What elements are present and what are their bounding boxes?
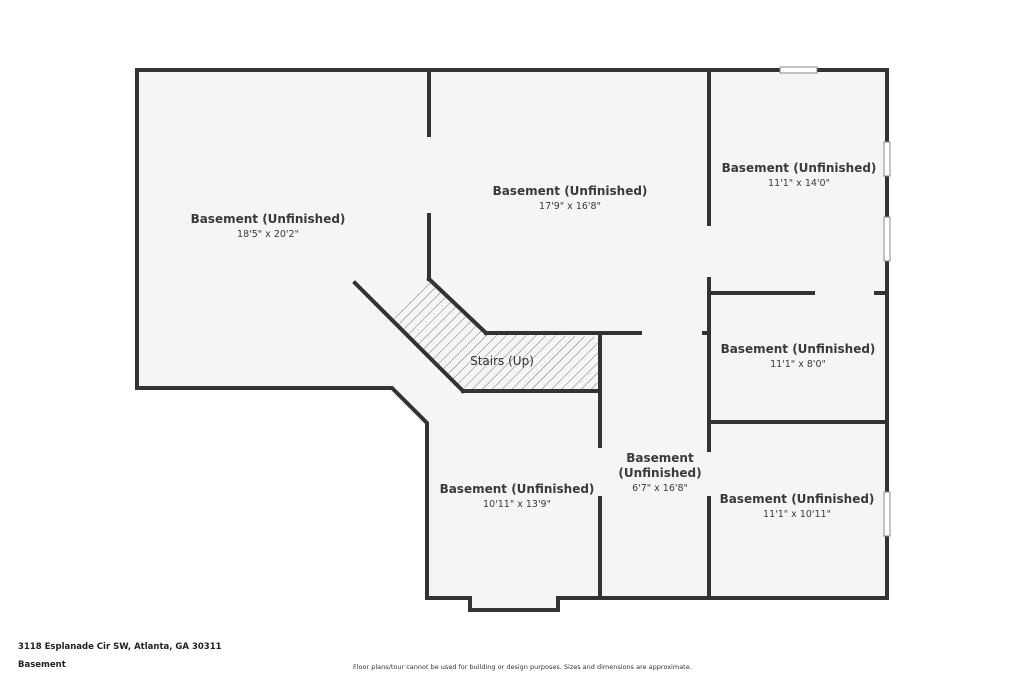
svg-text:18'5" x 20'2": 18'5" x 20'2" bbox=[237, 229, 299, 240]
room-label-3: Basement (Unfinished) 11'1" x 14'0" bbox=[722, 161, 877, 189]
room-label-5: Basement (Unfinished) 10'11" x 13'9" bbox=[440, 482, 595, 510]
room-label-7: Basement (Unfinished) 11'1" x 10'11" bbox=[720, 492, 875, 520]
svg-text:Basement (Unfinished): Basement (Unfinished) bbox=[440, 482, 595, 496]
room-label-4: Basement (Unfinished) 11'1" x 8'0" bbox=[721, 342, 876, 370]
stairs-label: Stairs (Up) bbox=[470, 354, 534, 368]
svg-text:Basement (Unfinished): Basement (Unfinished) bbox=[191, 212, 346, 226]
disclaimer-text: Floor plans/tour cannot be used for buil… bbox=[353, 663, 692, 671]
svg-text:11'1" x 10'11": 11'1" x 10'11" bbox=[763, 509, 831, 520]
window bbox=[883, 141, 891, 177]
svg-text:Basement (Unfinished): Basement (Unfinished) bbox=[721, 342, 876, 356]
svg-text:(Unfinished): (Unfinished) bbox=[618, 466, 701, 480]
svg-text:Basement (Unfinished): Basement (Unfinished) bbox=[493, 184, 648, 198]
window bbox=[779, 66, 818, 74]
svg-text:Basement: Basement bbox=[626, 451, 694, 465]
svg-text:17'9" x 16'8": 17'9" x 16'8" bbox=[539, 201, 601, 212]
svg-text:Basement (Unfinished): Basement (Unfinished) bbox=[722, 161, 877, 175]
window bbox=[883, 216, 891, 262]
window bbox=[883, 491, 891, 537]
windows bbox=[779, 66, 891, 537]
room-label-1: Basement (Unfinished) 18'5" x 20'2" bbox=[191, 212, 346, 240]
svg-text:11'1" x 14'0": 11'1" x 14'0" bbox=[768, 178, 830, 189]
room-label-6: Basement (Unfinished) 6'7" x 16'8" bbox=[618, 451, 701, 494]
room-label-2: Basement (Unfinished) 17'9" x 16'8" bbox=[493, 184, 648, 212]
stairs-area bbox=[392, 281, 600, 391]
address-text: 3118 Esplanade Cir SW, Atlanta, GA 30311 bbox=[18, 642, 222, 652]
svg-text:10'11" x 13'9": 10'11" x 13'9" bbox=[483, 499, 551, 510]
interior-walls bbox=[352, 68, 889, 600]
svg-text:6'7" x 16'8": 6'7" x 16'8" bbox=[632, 483, 688, 494]
svg-text:11'1" x 8'0": 11'1" x 8'0" bbox=[770, 359, 826, 370]
svg-text:Basement (Unfinished): Basement (Unfinished) bbox=[720, 492, 875, 506]
level-label: Basement bbox=[18, 660, 66, 670]
